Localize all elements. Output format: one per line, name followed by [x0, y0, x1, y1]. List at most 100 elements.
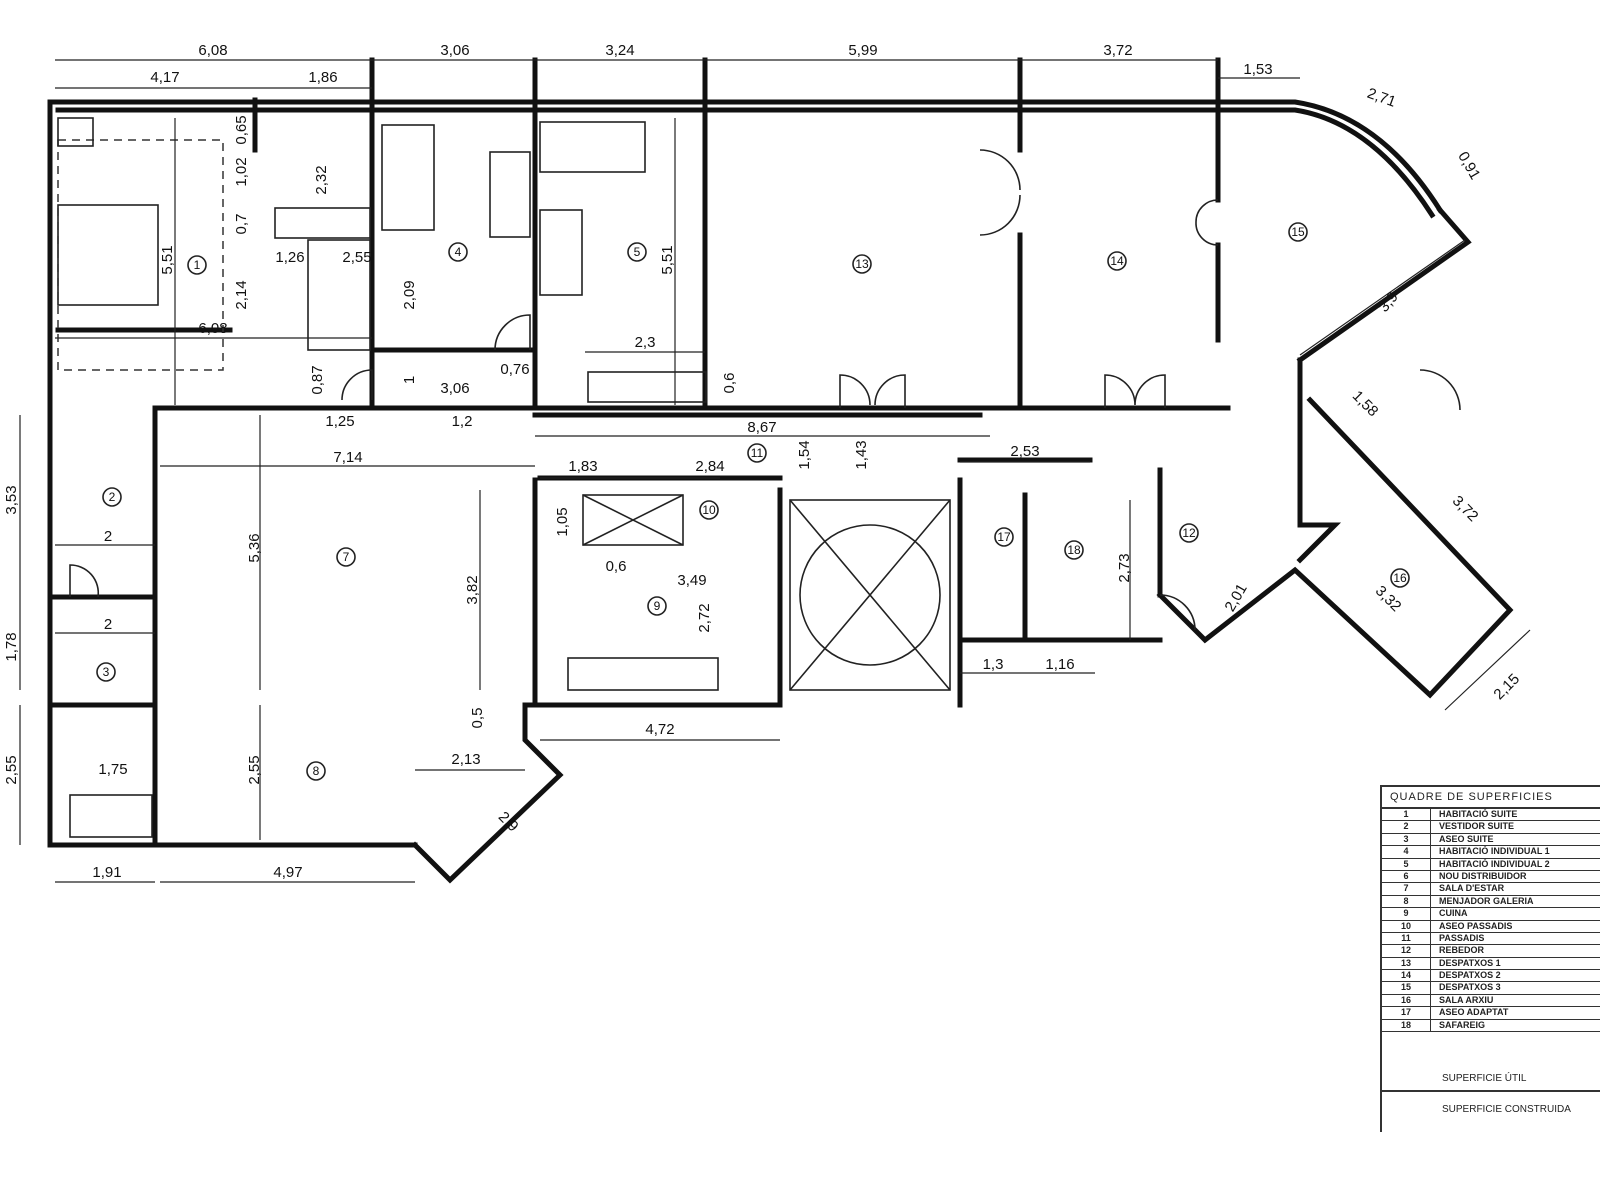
- dimension-label: 2,13: [451, 751, 480, 768]
- dimension-label: 0,6: [606, 558, 627, 575]
- room-circle: [96, 662, 116, 682]
- dimension-label: 2: [104, 616, 112, 633]
- surface-table-row: 8 MENJADOR GALERIA: [1382, 895, 1600, 909]
- room-circle: [852, 254, 872, 274]
- room-name: HABITACIÓ INDIVIDUAL 1: [1439, 846, 1550, 857]
- room-name: DESPATXOS 1: [1439, 957, 1501, 968]
- room-number: 13: [1382, 957, 1431, 970]
- room-number-label: 12: [1182, 526, 1196, 540]
- dimension-label: 4,72: [645, 721, 674, 738]
- dimension-label: 1,02: [233, 157, 250, 186]
- dimension-label: 4,97: [273, 864, 302, 881]
- dimension-label: 5,51: [659, 245, 676, 274]
- dimension-label: 3,53: [3, 485, 20, 514]
- dimension-label: 2,53: [1010, 443, 1039, 460]
- dimension-line: [1444, 629, 1531, 711]
- surface-table-title: QUADRE DE SUPERFICIES: [1382, 787, 1600, 809]
- room-marker: 18: [1064, 540, 1084, 560]
- room-number: 4: [1382, 846, 1431, 858]
- room-marker: 8: [306, 761, 326, 781]
- room-number-label: 17: [997, 530, 1011, 544]
- room-marker: 11: [747, 443, 767, 463]
- room-number-label: 13: [855, 257, 869, 271]
- room-number: 8: [1382, 895, 1431, 908]
- room-marker: 2: [102, 487, 122, 507]
- dimension-label: 2,14: [233, 280, 250, 309]
- dimension-label: 2,71: [1365, 85, 1398, 111]
- room-number: 11: [1382, 932, 1431, 945]
- dimension-line: [1299, 239, 1466, 356]
- room-number: 2: [1382, 821, 1431, 833]
- room-number-label: 16: [1393, 571, 1407, 585]
- useful-surface-label: SUPERFICIE ÚTIL: [1442, 1073, 1527, 1085]
- dimension-label: 1,83: [568, 458, 597, 475]
- dimension-label: 3,06: [440, 380, 469, 397]
- room-name: SALA D'ESTAR: [1439, 883, 1505, 894]
- dimension-label: 8,67: [747, 419, 776, 436]
- dimension-label: 5,99: [848, 42, 877, 59]
- dimension-label: 1,3: [983, 656, 1004, 673]
- dimension-label: 1,78: [3, 632, 20, 661]
- built-surface-row: SUPERFICIE CONSTRUIDA: [1382, 1092, 1600, 1132]
- surface-table-row: 16 SALA ARXIU: [1382, 994, 1600, 1008]
- dimension-label: 0,5: [469, 708, 486, 729]
- room-number-label: 1: [194, 258, 201, 272]
- surface-table-row: 13 DESPATXOS 1: [1382, 957, 1600, 971]
- room-circle: [102, 487, 122, 507]
- room-name: REBEDOR: [1439, 945, 1485, 956]
- dimension-label: 1,75: [98, 761, 127, 778]
- room-marker: 1: [187, 255, 207, 275]
- room-name: NOU DISTRIBUIDOR: [1439, 870, 1527, 881]
- dimension-label: 5,51: [159, 245, 176, 274]
- room-marker: 14: [1107, 251, 1127, 271]
- room-marker: 17: [994, 527, 1014, 547]
- room-marker: 4: [448, 242, 468, 262]
- dimension-label: 1,43: [853, 440, 870, 469]
- room-circle: [747, 443, 767, 463]
- dimension-label: 3,72: [1449, 492, 1482, 525]
- room-number-label: 7: [343, 550, 350, 564]
- room-name: SALA ARXIU: [1439, 994, 1494, 1005]
- dimension-label: 1,26: [275, 249, 304, 266]
- room-marker: 13: [852, 254, 872, 274]
- room-circle: [1064, 540, 1084, 560]
- dimension-label: 1,53: [1243, 61, 1272, 78]
- room-name: CUINA: [1439, 908, 1468, 919]
- dimension-label: 2,15: [1490, 670, 1523, 703]
- room-circle: [336, 547, 356, 567]
- dimension-label: 2,3: [635, 334, 656, 351]
- room-number: 10: [1382, 920, 1431, 932]
- room-number: 17: [1382, 1007, 1431, 1019]
- room-name: HABITACIÓ INDIVIDUAL 2: [1439, 858, 1550, 869]
- room-number-label: 18: [1067, 543, 1081, 557]
- room-circle: [627, 242, 647, 262]
- dimension-label: 2: [104, 528, 112, 545]
- room-marker: 9: [647, 596, 667, 616]
- room-number: 3: [1382, 833, 1431, 846]
- dimension-label: 1,91: [92, 864, 121, 881]
- room-circle: [1179, 523, 1199, 543]
- room-number-label: 15: [1291, 225, 1305, 239]
- room-circle: [187, 255, 207, 275]
- room-name: MENJADOR GALERIA: [1439, 895, 1534, 906]
- dimension-label: 0,76: [500, 361, 529, 378]
- dimension-label: 1,2: [452, 413, 473, 430]
- room-circle: [1288, 222, 1308, 242]
- room-number-label: 5: [634, 245, 641, 259]
- dimension-label: 0,91: [1454, 149, 1483, 183]
- room-marker: 5: [627, 242, 647, 262]
- room-marker: 10: [699, 500, 719, 520]
- dimension-label: 6,08: [198, 42, 227, 59]
- dimension-label: 4,17: [150, 69, 179, 86]
- room-number: 16: [1382, 994, 1431, 1007]
- room-circle: [699, 500, 719, 520]
- room-marker: 12: [1179, 523, 1199, 543]
- room-marker: 7: [336, 547, 356, 567]
